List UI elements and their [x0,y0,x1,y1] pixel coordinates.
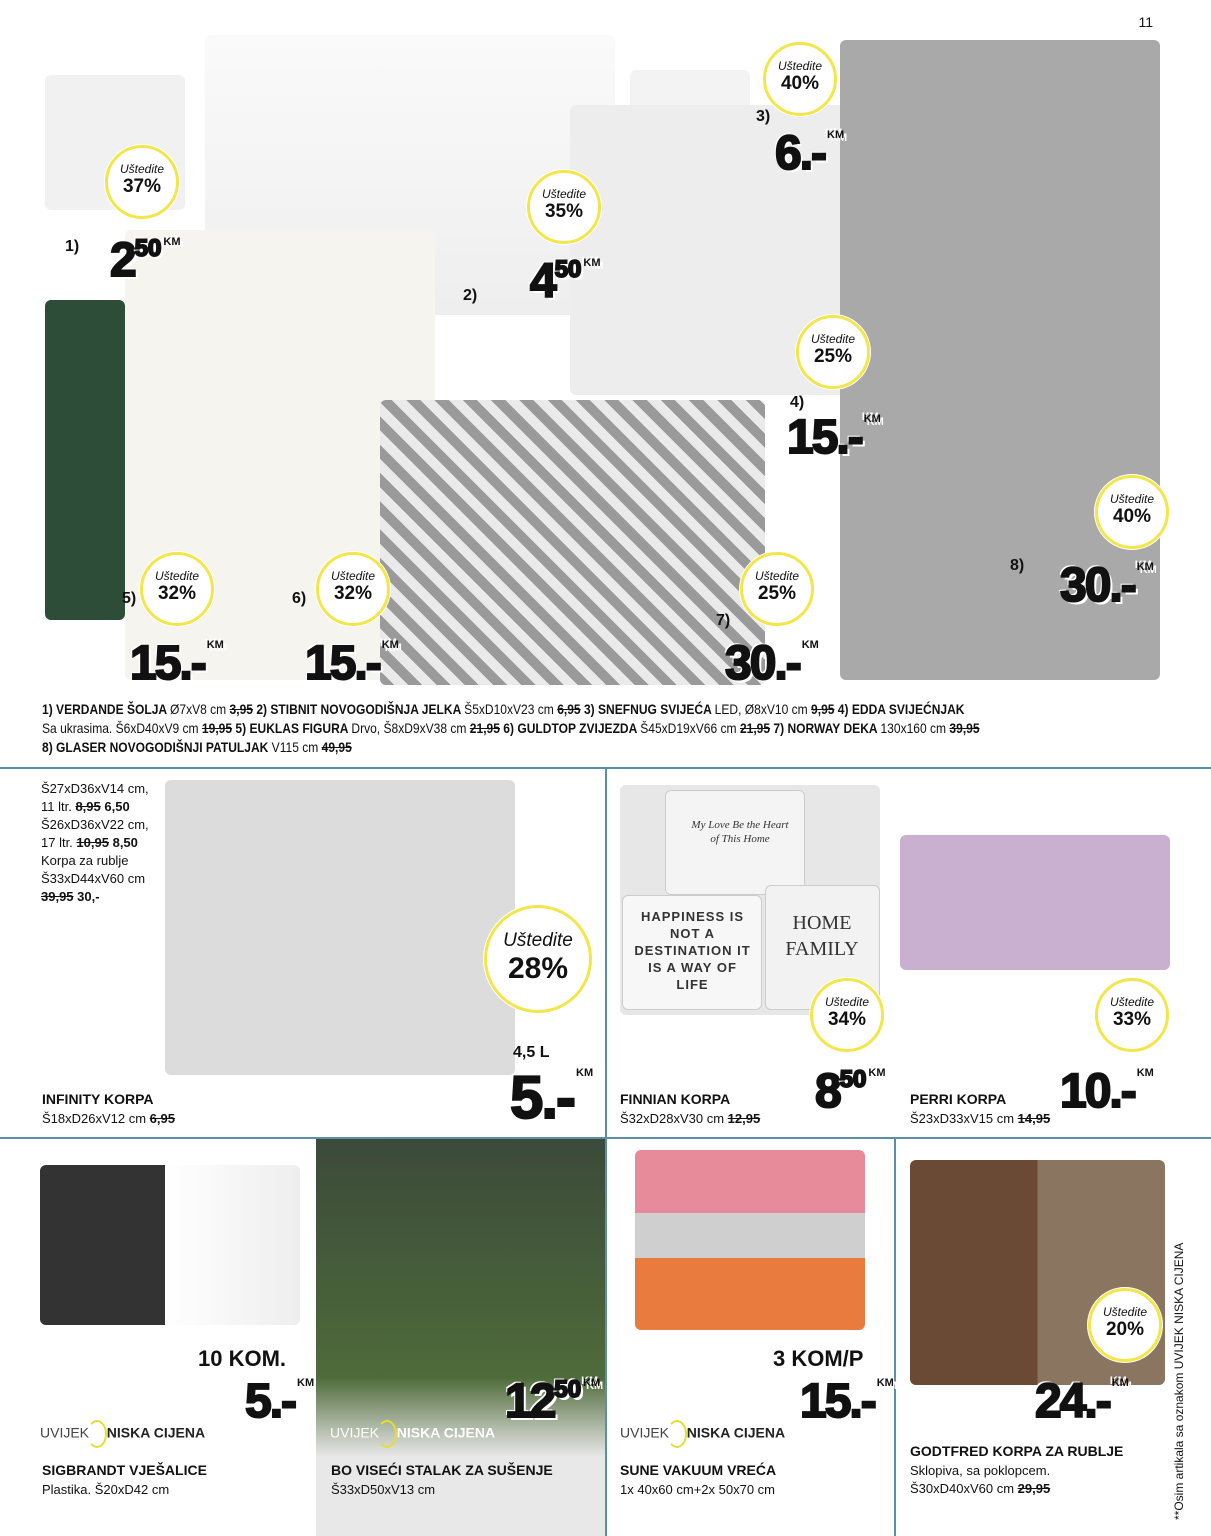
price: 24.-KM [1034,1375,1129,1428]
always-low-price-logo: UVIJEK NISKA CIJENA [330,1420,495,1448]
quantity-label: 10 KOM. [198,1346,287,1371]
infinity-variants: Š27xD36xV14 cm, 11 ltr. 8,95 6,50 Š26xD3… [41,781,149,904]
box-print-text: My Love Be the Heart of This Home [691,819,789,845]
page-number: 11 [1138,14,1153,30]
blanket-image [380,400,765,685]
price: 10.-KM [1059,1065,1154,1118]
product-title: SIGBRANDT VJEŠALICE [42,1462,207,1478]
price: 15.-KM [129,637,224,690]
item-number: 1) [65,238,80,255]
infinity-basket-image [165,780,515,1075]
hangers-image [40,1165,300,1325]
item-number: 6) [292,590,307,607]
item-number: 8) [1010,557,1025,574]
gnome-image [840,40,1160,680]
item-number: 5) [122,590,137,607]
item-number: 3) [756,108,771,125]
product-size: Š18xD26xV12 cm 6,95 [42,1111,175,1126]
quantity-label: 3 KOM/P [773,1346,864,1371]
product-size: Sklopiva, sa poklopcem.Š30xD40xV60 cm 29… [910,1463,1051,1496]
price: 15.-KM [799,1375,894,1428]
price: 15.-KM [304,637,399,690]
item-number: 7) [716,612,731,629]
product-title: PERRI KORPA [910,1091,1007,1107]
price: 30.-KM [724,637,819,690]
vacuum-bags-image [635,1150,865,1330]
divider [894,1137,896,1536]
divider [605,767,607,1536]
footnote: **Osim artikala sa oznakom UVIJEK NISKA … [1172,1242,1186,1520]
price: 5.-KM [244,1375,315,1428]
perri-basket-image [900,835,1170,970]
product-title: INFINITY KORPA [42,1091,154,1107]
product-descriptions: 1) VERDANDE ŠOLJA Ø7xV8 cm 3,95 2) STIBN… [42,701,980,755]
volume-label: 4,5 L [513,1044,550,1061]
product-size: 1x 40x60 cm+2x 50x70 cm [620,1482,775,1497]
product-size: Š32xD28xV30 cm 12,95 [620,1111,761,1126]
product-title: BO VISEĆI STALAK ZA SUŠENJE [331,1462,553,1478]
always-low-price-logo: UVIJEK NISKA CIJENA [620,1420,785,1448]
price: 5.-KM [509,1064,594,1131]
drying-rack-image [316,1139,605,1536]
product-title: FINNIAN KORPA [620,1091,731,1107]
item-number: 2) [463,287,478,304]
price: 15.-KM [786,411,881,464]
product-size: Š23xD33xV15 cm 14,95 [910,1111,1051,1126]
finnian-box-top [665,790,805,895]
always-low-price-logo: UVIJEK NISKA CIJENA [40,1420,205,1448]
product-size: Š33xD50xV13 cm [331,1482,436,1497]
box-print-text: HAPPINESS IS NOT A DESTINATION IT IS A W… [634,909,751,992]
price: 6.-KM [774,127,845,180]
product-title: GODTFRED KORPA ZA RUBLJE [910,1443,1124,1459]
item-number: 4) [790,394,805,411]
nutcracker-image [45,300,125,620]
product-size: Plastika. Š20xD42 cm [42,1482,170,1497]
product-title: SUNE VAKUUM VREĆA [620,1462,777,1478]
finnian-box-left [622,895,762,1010]
box-print-text: HOME FAMILY [785,912,859,960]
price: 30.-KM [1059,559,1154,612]
